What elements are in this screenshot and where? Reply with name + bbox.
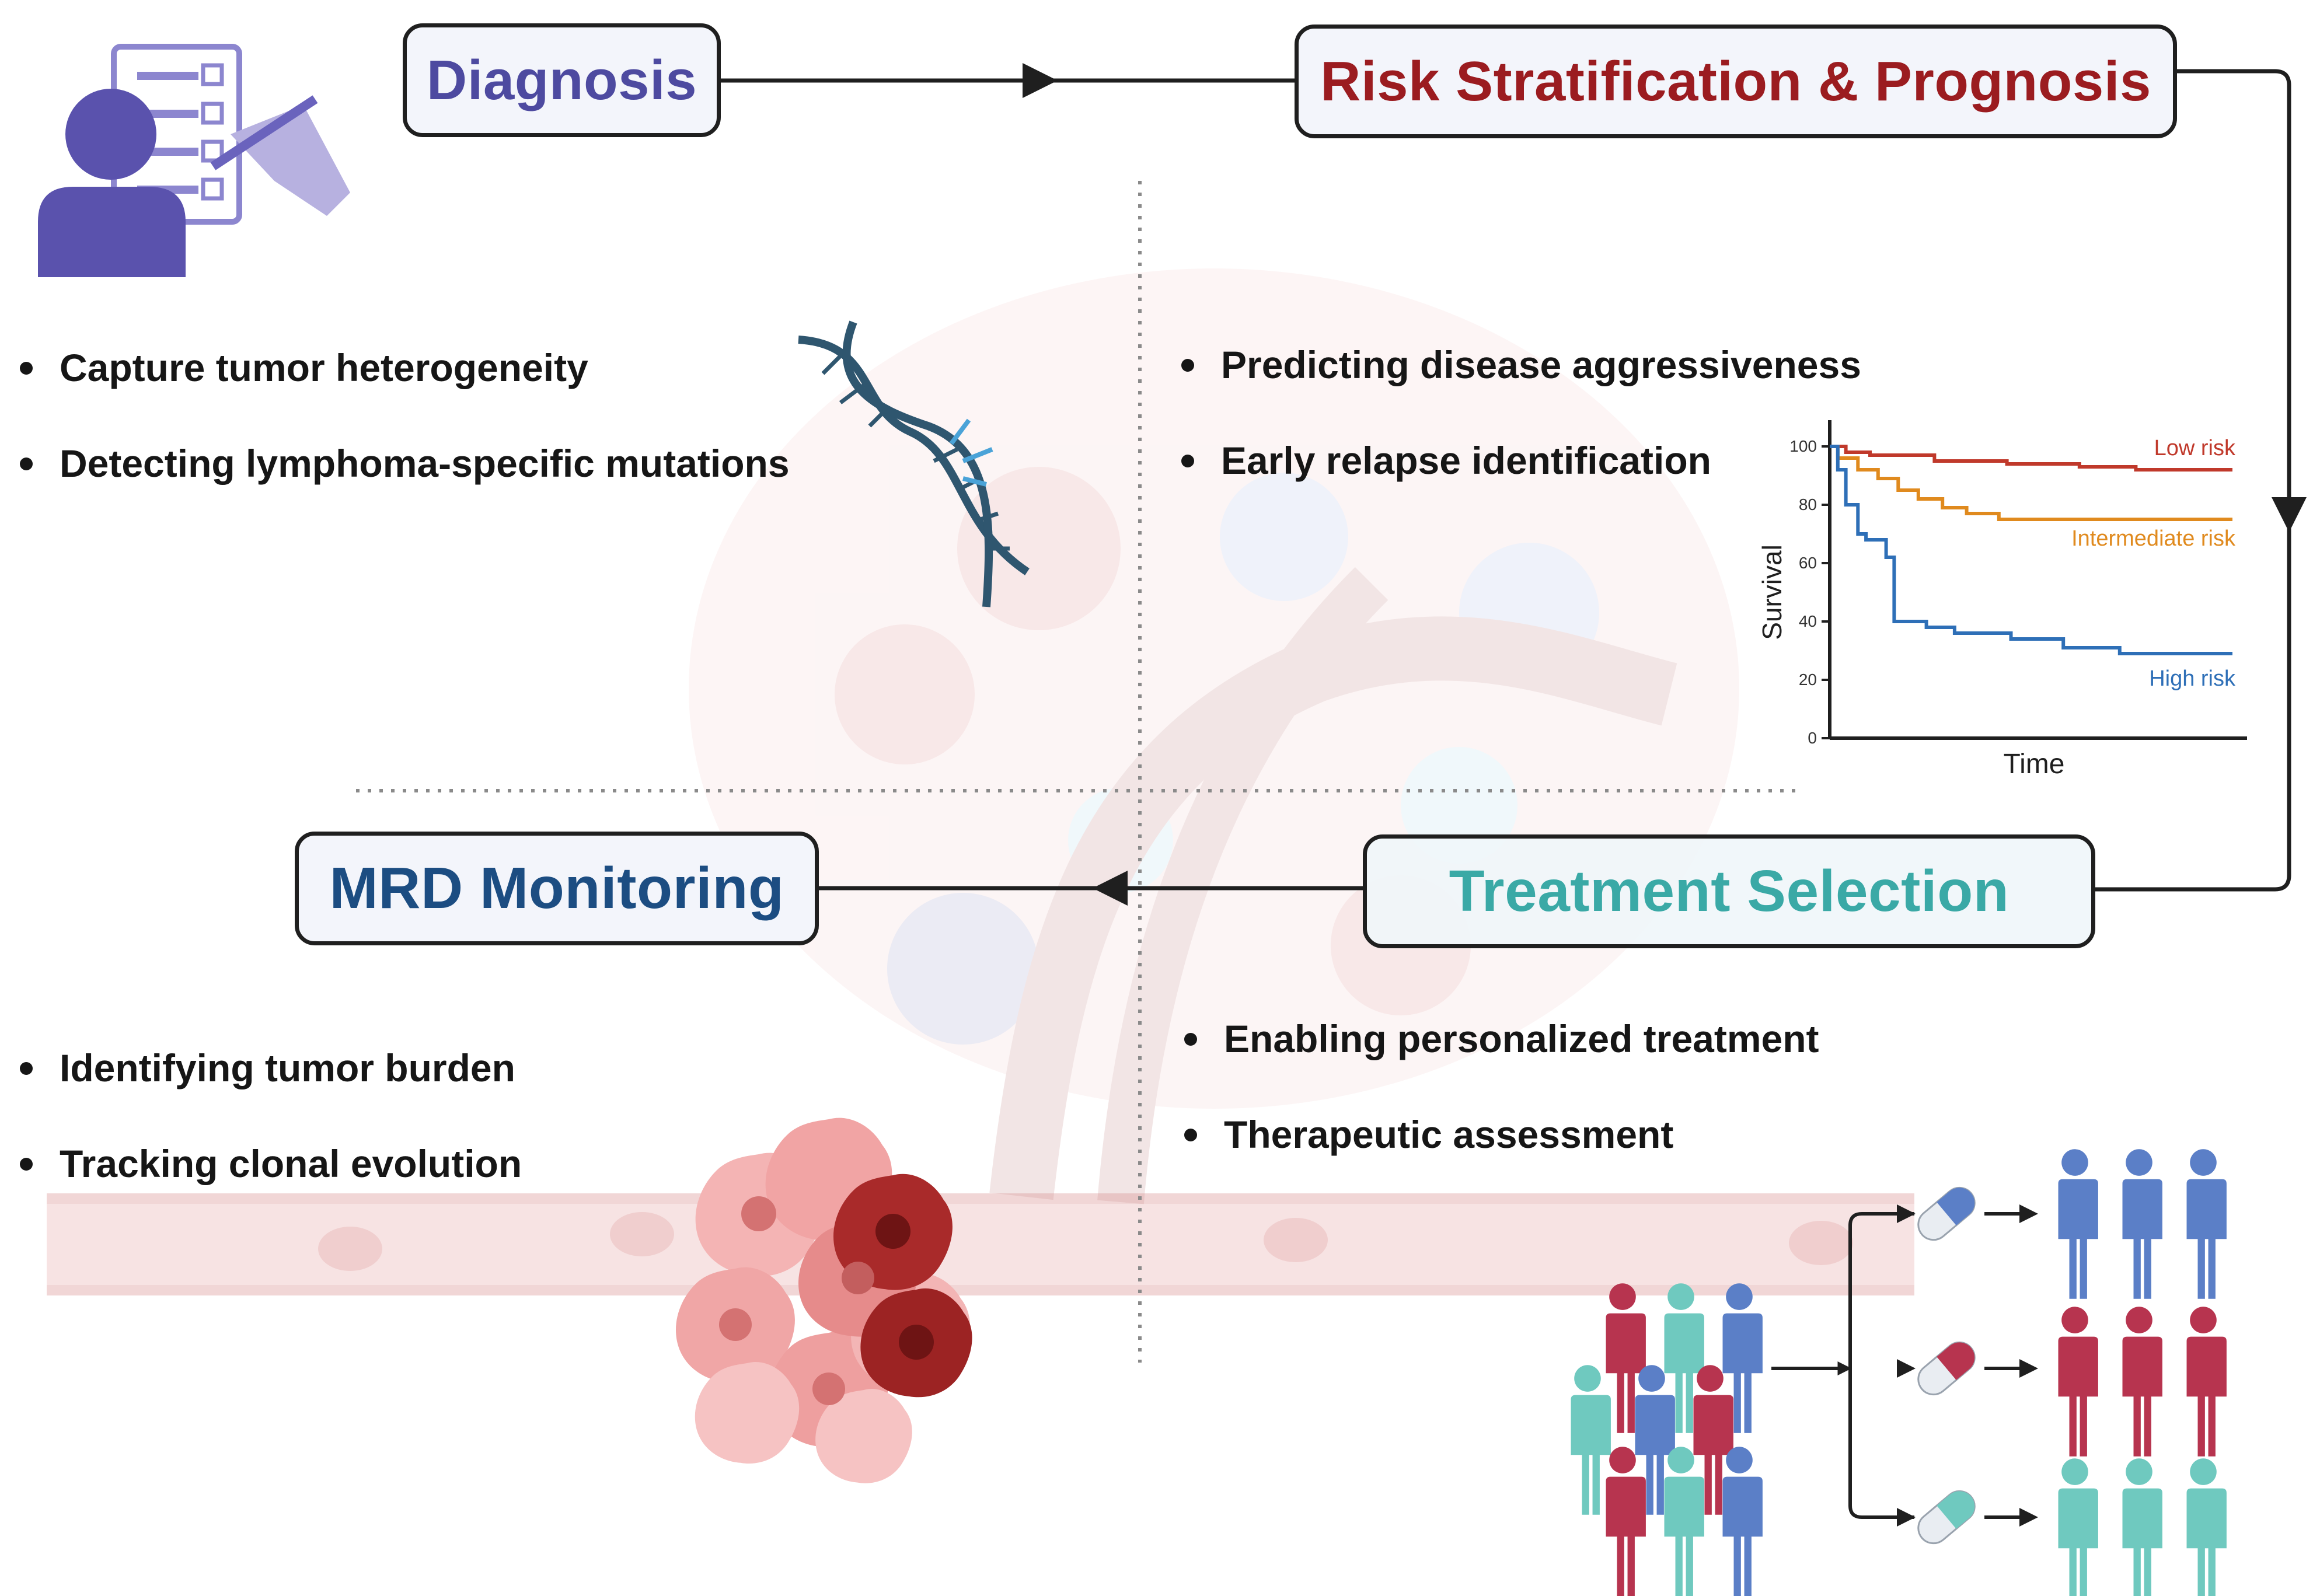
pill-capsule-icon [1917,1186,1976,1241]
person-icon [2056,1458,2098,1596]
person-icon [2056,1307,2098,1457]
person-icon [1720,1447,1763,1596]
y-tick-label: 60 [1799,554,1817,572]
arrow-treatment-to-mrd-head [1093,871,1128,906]
arrow-diagnosis-to-risk-head [1023,63,1058,98]
survival-curve-2 [1830,445,2232,655]
pill-arrowhead [2019,1359,2038,1378]
treatment-stage-label: Treatment Selection [1449,858,2009,924]
person-icon [2120,1149,2162,1299]
dna-helix-icon [798,320,1030,607]
risk-bullet: Early relapse identification [1179,437,1861,533]
y-tick-label: 20 [1799,670,1817,689]
arrow-risk-to-treatment [2092,69,2291,892]
mrd-bullet: Identifying tumor burden [18,1045,522,1140]
mrd-stage-label: MRD Monitoring [329,855,784,921]
diagnosis-bullet-list: Capture tumor heterogeneity Detecting ly… [18,344,790,536]
mrd-bullet-list: Identifying tumor burden Tracking clonal… [18,1045,522,1236]
survival-curve-0 [1830,445,2232,472]
series-label: Low risk [2154,436,2236,460]
series-label: Intermediate risk [2071,526,2236,551]
branch-line [1848,1212,1914,1519]
person-icon [2056,1149,2098,1299]
survival-curve-1 [1830,445,2232,521]
person-icon [2120,1307,2162,1457]
y-tick-label: 80 [1799,495,1817,514]
treatment-bullet-list: Enabling personalized treatment Therapeu… [1182,1015,1819,1207]
pill-arrowhead [2019,1204,2038,1223]
y-tick-label: 100 [1789,437,1817,455]
mrd-bullet: Tracking clonal evolution [18,1140,522,1236]
risk-stage-label: Risk Stratification & Prognosis [1320,50,2151,113]
series-label: High risk [2149,666,2236,691]
y-tick-label: 40 [1799,612,1817,630]
risk-stage-box: Risk Stratification & Prognosis [1295,25,2177,138]
branch-arrowhead [1897,1508,1916,1527]
y-tick-label: 0 [1808,729,1817,747]
person-icon [1568,1365,1611,1515]
treatment-bullet: Therapeutic assessment [1182,1111,1819,1207]
clinician-checklist-icon [38,44,350,277]
tumor-cluster-icon [676,1117,972,1483]
risk-bullet-list: Predicting disease aggressiveness Early … [1179,341,1861,533]
mrd-stage-box: MRD Monitoring [295,832,819,945]
pill-capsule-icon [1917,1490,1976,1545]
treatment-bullet: Enabling personalized treatment [1182,1015,1819,1111]
pill-capsule-icon [1917,1341,1976,1396]
person-icon [1603,1447,1646,1596]
person-icon [2120,1458,2162,1596]
blood-vessel-illustration [47,1193,1914,1295]
patient-stratification-graphic [1568,1149,2227,1596]
diagnosis-stage-box: Diagnosis [403,23,721,137]
branch-arrowhead [1897,1359,1916,1378]
arrow-risk-to-treatment-head [2272,497,2307,532]
treatment-stage-box: Treatment Selection [1363,834,2095,948]
diagnosis-bullet: Capture tumor heterogeneity [18,344,790,440]
x-axis-label: Time [2004,749,2065,780]
risk-bullet: Predicting disease aggressiveness [1179,341,1861,437]
person-icon [1662,1447,1704,1596]
diagnosis-stage-label: Diagnosis [426,48,697,111]
branch-arrowhead [1897,1204,1916,1223]
person-icon [2184,1149,2227,1299]
person-icon [2184,1307,2227,1457]
diagnosis-bullet: Detecting lymphoma-specific mutations [18,440,790,536]
pill-arrowhead [2019,1508,2038,1527]
y-axis-label: Survival [1757,544,1787,640]
person-icon [2184,1458,2227,1596]
